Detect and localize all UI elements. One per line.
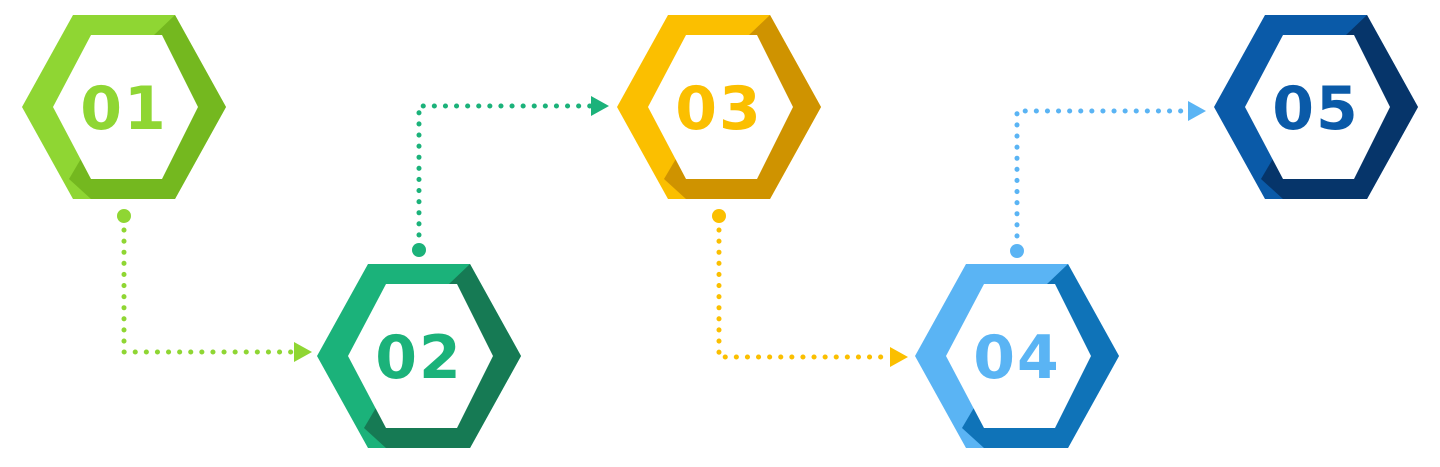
connector-2-3 [412,96,609,257]
step-number: 04 [973,323,1061,393]
connector-4-5 [1010,101,1206,258]
step-02: 02 [317,264,521,448]
connector-start-dot [712,209,726,223]
connector-start-dot [412,243,426,257]
connector-start-dot [1010,244,1024,258]
connector-line [1014,108,1189,239]
step-number: 01 [80,74,168,144]
connector-line [416,103,593,238]
connector-1-2 [117,209,312,362]
connector-line [716,227,893,360]
hexagon-inner [648,35,793,179]
connector-arrowhead [890,347,908,367]
hexagon-inner [53,35,198,179]
hexagon-inner [946,284,1091,428]
step-03: 03 [617,15,821,199]
connector-line [121,227,298,355]
step-01: 01 [22,15,226,199]
step-05: 05 [1214,15,1418,199]
connector-3-4 [712,209,908,367]
connector-arrowhead [294,342,312,362]
hexagon-inner [348,284,493,428]
hexagon-inner [1245,35,1390,179]
step-number: 03 [675,74,763,144]
connector-arrowhead [591,96,609,116]
connector-arrowhead [1188,101,1206,121]
step-04: 04 [915,264,1119,448]
connector-start-dot [117,209,131,223]
step-number: 05 [1272,74,1360,144]
step-number: 02 [375,323,463,393]
